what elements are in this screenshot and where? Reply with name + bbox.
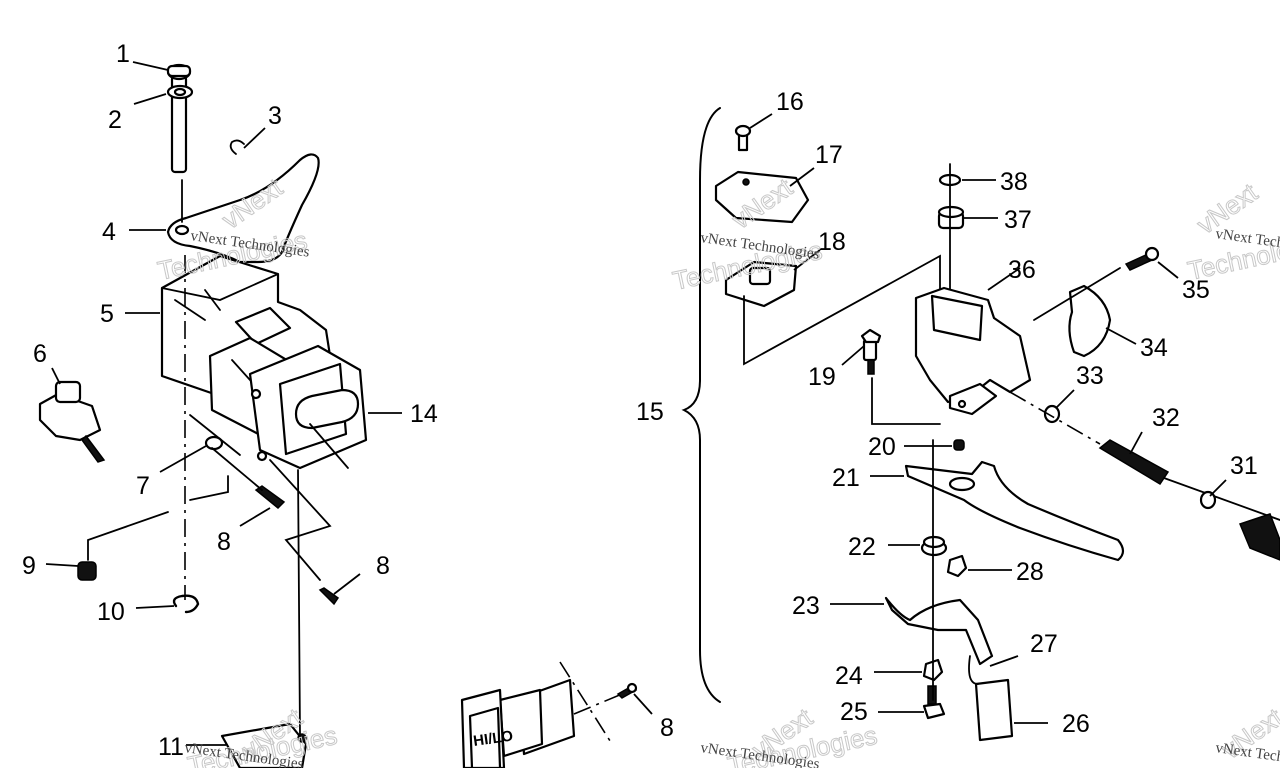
callout-7: 7 <box>136 472 150 500</box>
callout-25: 25 <box>840 698 868 726</box>
part-28-nut <box>946 554 968 578</box>
callout-11: 11 <box>158 733 184 761</box>
callout-8a: 8 <box>217 528 231 556</box>
part-31-washer <box>1199 490 1217 510</box>
part-26-tag <box>974 678 1014 742</box>
callout-18: 18 <box>818 228 846 256</box>
part-1-pin <box>166 63 192 174</box>
part-25-bolt <box>922 685 946 720</box>
part-18-diaphragm <box>724 260 798 308</box>
part-spring-right <box>1238 513 1280 561</box>
callout-14: 14 <box>410 400 438 428</box>
watermarks: vNext Technologies vNext Technologies vN… <box>155 171 1280 768</box>
callout-2: 2 <box>108 106 122 134</box>
callout-37: 37 <box>1004 206 1032 234</box>
hi-lo-label: HI/LO <box>472 728 514 750</box>
callout-32: 32 <box>1152 404 1180 432</box>
svg-text:vNext Technologies: vNext Technologies <box>1214 740 1280 768</box>
part-32-spring <box>1098 439 1170 486</box>
callout-3: 3 <box>268 102 282 130</box>
part-2-washer <box>166 84 194 100</box>
callout-34: 34 <box>1140 334 1168 362</box>
part-34-clamp <box>1068 284 1112 358</box>
callout-9: 9 <box>22 552 36 580</box>
callout-4: 4 <box>102 218 116 246</box>
bracket-15 <box>681 107 721 703</box>
callout-23: 23 <box>792 592 820 620</box>
callout-35: 35 <box>1182 276 1210 304</box>
part-8-screw-b <box>318 587 340 606</box>
callout-22: 22 <box>848 533 876 561</box>
callout-27: 27 <box>1030 630 1058 658</box>
hi-lo-switch: HI/LO <box>460 661 638 768</box>
callout-38: 38 <box>1000 168 1028 196</box>
leader-lines <box>45 61 1227 746</box>
callout-21: 21 <box>832 464 860 492</box>
callout-33: 33 <box>1076 362 1104 390</box>
part-16-screw <box>734 124 752 152</box>
part-3-clip <box>229 139 245 155</box>
part-19-bolt <box>860 328 882 375</box>
callout-28: 28 <box>1016 558 1044 586</box>
part-6-knob <box>38 380 106 463</box>
callout-1: 1 <box>116 40 130 68</box>
part-9-nut <box>77 561 97 581</box>
part-10-eclip <box>172 594 200 614</box>
part-4-pivot-hole <box>174 224 190 236</box>
callout-24: 24 <box>835 662 863 690</box>
callout-15: 15 <box>636 398 664 426</box>
callout-26: 26 <box>1062 710 1090 738</box>
watermark-3: vNext Technologies vNext Technologies <box>1185 176 1280 286</box>
watermark-4: vNext Technologies vNext Technologies <box>183 701 340 768</box>
part-23-bracket <box>884 596 994 666</box>
watermark-6: vNext vNext Technologies <box>1214 701 1280 768</box>
callout-8b: 8 <box>376 552 390 580</box>
part-14-switch <box>248 344 368 470</box>
part-17-cover <box>714 170 810 224</box>
callout-36: 36 <box>1008 256 1036 284</box>
callout-10: 10 <box>97 598 125 626</box>
callout-16: 16 <box>776 88 804 116</box>
callout-5: 5 <box>100 300 114 328</box>
part-33-washer <box>1043 404 1061 424</box>
callout-labels: 1 2 3 4 5 6 7 8 8 8 9 10 11 14 15 16 17 … <box>22 40 1258 761</box>
part-27-ring <box>968 655 979 685</box>
part-22-spring <box>920 535 948 557</box>
callout-8c: 8 <box>660 714 674 742</box>
callout-6: 6 <box>33 340 47 368</box>
part-11-plate <box>220 722 308 768</box>
callout-20: 20 <box>868 433 896 461</box>
part-37-bushing <box>937 205 965 230</box>
part-36-master-cylinder <box>914 286 1032 416</box>
part-20-pin <box>953 439 965 451</box>
part-4-lever <box>166 153 320 264</box>
callout-31: 31 <box>1230 452 1258 480</box>
callout-19: 19 <box>808 363 836 391</box>
callout-17: 17 <box>815 141 843 169</box>
